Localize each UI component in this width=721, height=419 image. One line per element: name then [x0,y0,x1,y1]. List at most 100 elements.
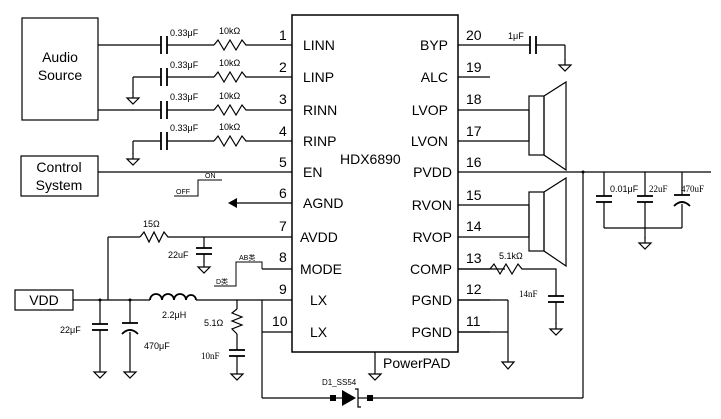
svg-text:0.33μF: 0.33μF [170,28,199,38]
en-on-label: ON [205,173,216,180]
comp-res-label: 5.1kΩ [499,251,523,261]
svg-text:10kΩ: 10kΩ [219,91,241,101]
audio-source-label-1: Audio [42,49,78,65]
pvdd-wires [603,172,683,238]
svg-text:PGND: PGND [412,292,452,308]
svg-text:17: 17 [466,123,482,139]
byp-cap-label: 1μF [508,31,524,41]
svg-text:0.33μF: 0.33μF [170,60,199,70]
svg-text:0.33μF: 0.33μF [170,123,199,133]
svg-text:RVON: RVON [412,197,452,213]
svg-text:MODE: MODE [300,261,342,277]
svg-text:LINN: LINN [303,37,335,53]
mode-level-indicator [214,261,263,287]
input-network-wires [98,44,214,154]
mode-d-label: D类 [216,277,228,286]
pvdd-ground-icon [638,236,652,250]
left-pin-lines [98,44,292,333]
pgnd-wires [458,299,509,362]
svg-text:RINN: RINN [303,102,337,118]
inductor-label: 2.2μH [162,310,186,320]
vdd-wires [73,172,584,399]
input-capacitors [160,36,168,150]
byp-wires [536,44,566,60]
vdd-cap2-ground-icon [123,365,137,379]
svg-text:0.33μF: 0.33μF [170,92,199,102]
byp-capacitor [529,36,537,54]
powerpad-label: PowerPAD [383,355,450,371]
chip-name: HDX6890 [340,151,401,167]
svg-text:5: 5 [279,154,287,170]
snubber-capacitor [229,349,245,357]
svg-text:18: 18 [466,91,482,107]
svg-text:10kΩ: 10kΩ [219,122,241,132]
linp-ground-icon [126,91,140,105]
snubber-res-label: 5.1Ω [204,318,224,328]
svg-text:LX: LX [310,324,328,340]
svg-text:4: 4 [279,123,287,139]
mode-ab-label: AB类 [239,253,255,262]
svg-text:PVDD: PVDD [413,164,452,180]
avdd-wires [107,230,205,300]
svg-text:16: 16 [466,154,482,170]
svg-text:RINP: RINP [303,133,336,149]
svg-text:COMP: COMP [410,261,452,277]
input-cap-labels: 0.33μF 0.33μF 0.33μF 0.33μF [170,28,199,133]
avdd-cap [196,247,212,255]
audio-source-block [21,17,99,121]
input-resistors [213,38,269,148]
svg-text:LINP: LINP [303,69,334,85]
svg-text:11: 11 [466,313,481,329]
svg-text:7: 7 [279,218,287,234]
snubber-ground-icon [230,367,244,381]
svg-text:12: 12 [466,281,482,297]
audio-source-label-2: Source [38,67,83,83]
svg-text:BYP: BYP [420,37,448,53]
comp-capacitor [548,295,564,303]
svg-text:10kΩ: 10kΩ [219,26,241,36]
svg-text:14: 14 [466,218,482,234]
agnd-arrow-icon [228,198,237,208]
snubber-cap-label: 10nF [201,351,220,361]
left-pin-numbers: 1 2 3 4 5 6 7 8 9 10 [272,27,288,329]
comp-cap-label: 14nF [519,289,538,299]
svg-text:6: 6 [279,185,287,201]
en-off-label: OFF [176,189,190,196]
svg-text:2: 2 [279,59,287,75]
svg-text:3: 3 [279,91,287,107]
inductor-icon [149,293,197,301]
svg-text:19: 19 [466,59,482,75]
comp-ground-icon [549,322,563,336]
left-pin-names: LINN LINP RINN RINP EN AGND AVDD MODE LX… [300,37,343,340]
en-level-indicator [174,179,222,197]
svg-text:AGND: AGND [303,195,343,211]
vdd-cap2-label: 470μF [144,341,170,351]
rinp-ground-icon [126,152,140,166]
right-pin-names: BYP ALC LVOP LVON PVDD RVON RVOP COMP PG… [410,37,452,340]
svg-text:15: 15 [466,187,482,203]
pvdd-cap1-label: 0.01μF [610,184,639,194]
avdd-res-label: 15Ω [143,219,160,229]
svg-text:LVOP: LVOP [412,102,448,118]
vdd-label: VDD [29,292,59,308]
vdd-cap1-ground-icon [93,365,107,379]
control-system-label-1: Control [36,159,81,175]
svg-text:ALC: ALC [421,69,448,85]
svg-text:13: 13 [466,250,482,266]
avdd-cap-label: 22uF [168,250,189,260]
pvdd-cap3-label: 470uF [681,184,704,194]
pvdd-cap2-label: 22uF [649,184,668,194]
right-pin-numbers: 20 19 18 17 16 15 14 13 12 11 [466,27,482,329]
diode-icon [330,388,373,408]
vdd-cap1-label: 22μF [60,325,81,335]
pgnd-ground-icon [500,361,516,370]
svg-text:9: 9 [279,281,287,297]
svg-text:EN: EN [303,164,322,180]
comp-resistor [489,262,557,296]
snubber-resistor [230,308,244,335]
svg-text:20: 20 [466,27,482,43]
svg-text:1: 1 [279,27,287,43]
powerpad-ground-icon [368,367,382,381]
svg-text:RVOP: RVOP [413,229,452,245]
